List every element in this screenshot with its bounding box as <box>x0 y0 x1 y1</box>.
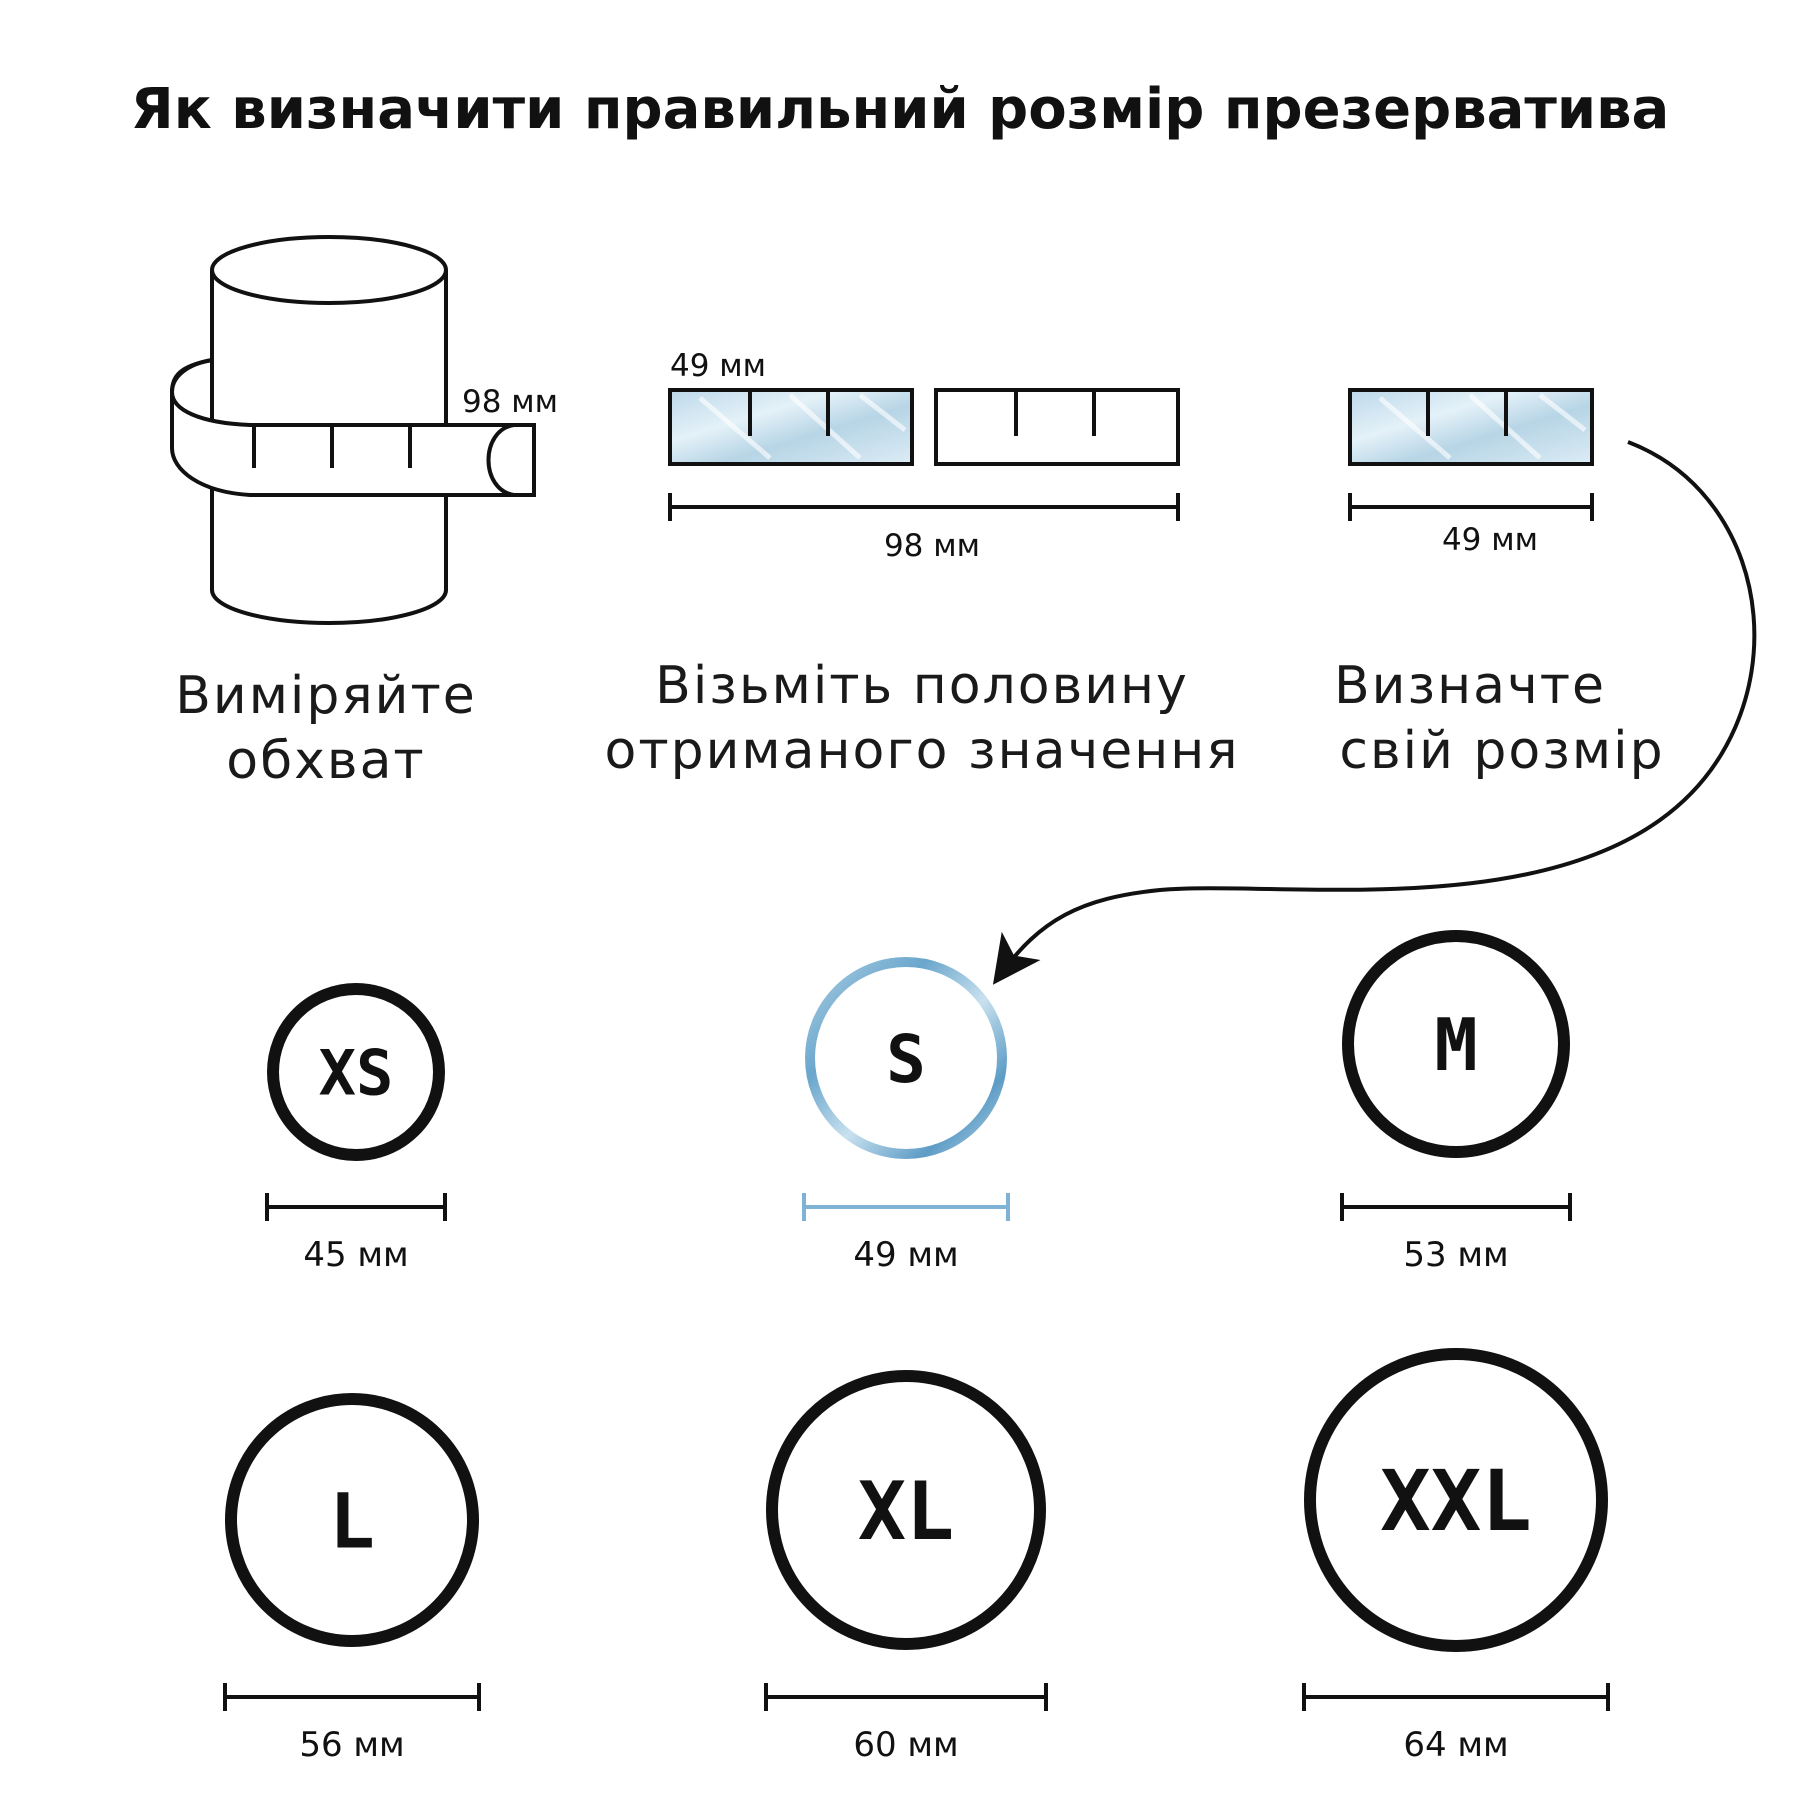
cylinder-bottom <box>210 589 448 625</box>
size-m: M 53 мм <box>1340 930 1572 1275</box>
step-2-total-label: 98 мм <box>884 528 980 564</box>
size-ring-xs <box>267 983 445 1161</box>
size-width-label: 60 мм <box>853 1725 958 1765</box>
size-ring-xxl <box>1304 1348 1608 1652</box>
curved-arrow-icon <box>992 440 1757 985</box>
size-letter-xxl: XXL <box>1380 1452 1532 1550</box>
step-1-illustration <box>170 235 536 625</box>
size-chart: XS 45 мм S 49 мм M 53 мм L 56 мм XL 60 мм XXL 64 мм <box>223 930 1610 1765</box>
step-3-measure-label: 49 мм <box>1442 522 1538 558</box>
measuring-tape-band <box>170 358 536 497</box>
size-width-label: 64 мм <box>1403 1725 1508 1765</box>
measuring-tape-end <box>486 423 515 497</box>
size-xs: XS 45 мм <box>265 983 447 1275</box>
size-ring-l <box>225 1393 479 1647</box>
step-2-half-label: 49 мм <box>670 348 766 384</box>
tape-sheen <box>698 393 907 460</box>
step-2-caption-line2: отриманого значення <box>605 721 1240 781</box>
size-letter-s: S <box>886 1021 926 1098</box>
size-letter-xs: XS <box>319 1036 394 1109</box>
size-ring-m <box>1342 930 1570 1158</box>
step-3-illustration <box>992 388 1757 985</box>
size-xl: XL 60 мм <box>764 1370 1048 1765</box>
cylinder-top <box>210 235 448 305</box>
step-1-caption-line2: обхват <box>226 731 425 791</box>
size-width-label: 53 мм <box>1403 1235 1508 1275</box>
size-letter-l: L <box>329 1476 375 1565</box>
size-s: S 49 мм <box>802 957 1010 1275</box>
step-3-caption-line1: Визначте <box>1334 656 1606 716</box>
step-1-measure-label: 98 мм <box>462 384 558 420</box>
size-ring-xl <box>766 1370 1046 1650</box>
step-3-caption-line2: свій розмір <box>1339 721 1664 781</box>
size-width-label: 49 мм <box>853 1235 958 1275</box>
size-xxl: XXL 64 мм <box>1302 1348 1610 1765</box>
size-letter-m: M <box>1434 1003 1477 1087</box>
size-ring-s <box>805 957 1007 1159</box>
step-2-illustration <box>668 388 1180 521</box>
page-title: Як визначити правильний розмір презерват… <box>131 77 1670 142</box>
size-l: L 56 мм <box>223 1393 481 1765</box>
step-1-caption-line1: Виміряйте <box>175 666 477 726</box>
step-2-caption-line1: Візьміть половину <box>655 656 1189 716</box>
tape-half-plain <box>934 388 1180 466</box>
measuring-tape-back <box>170 358 213 393</box>
size-width-label: 56 мм <box>299 1725 404 1765</box>
size-width-label: 45 мм <box>303 1235 408 1275</box>
size-letter-xl: XL <box>858 1465 954 1558</box>
